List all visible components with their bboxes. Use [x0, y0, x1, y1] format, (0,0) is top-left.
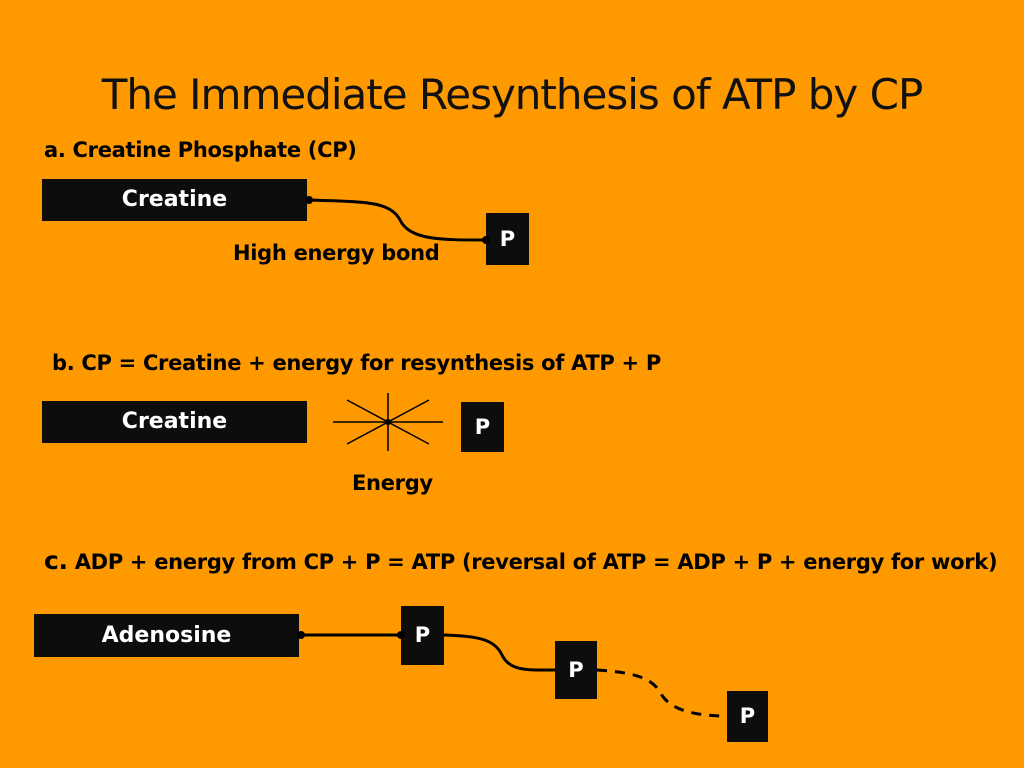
section-c-letter: c. — [44, 546, 68, 575]
section-c-text: ADP + energy from CP + P = ATP (reversal… — [74, 550, 998, 574]
high-energy-bond-line — [308, 198, 487, 242]
section-c-phosphate-2: P — [555, 641, 597, 699]
energy-label: Energy — [352, 471, 433, 495]
phosphate-1-bond-dot — [397, 631, 405, 639]
section-b-creatine-box: Creatine — [42, 401, 307, 443]
energy-burst-center — [385, 419, 391, 425]
phosphate-2-3-high-energy-bond — [596, 668, 728, 718]
section-a-phosphate-box: P — [486, 213, 529, 265]
high-energy-bond-label: High energy bond — [233, 241, 440, 265]
section-c-phosphate-1: P — [401, 606, 444, 665]
adenosine-box: Adenosine — [34, 614, 299, 657]
phosphate-1-2-bond — [443, 633, 556, 672]
section-c-phosphate-3: P — [727, 691, 768, 742]
section-a-creatine-box: Creatine — [42, 179, 307, 221]
section-b-heading: b. CP = Creatine + energy for resynthesi… — [52, 351, 661, 375]
section-c-heading: c. ADP + energy from CP + P = ATP (rever… — [44, 546, 998, 575]
slide-title: The Immediate Resynthesis of ATP by CP — [101, 70, 924, 119]
section-a-bond-dot-right — [482, 236, 490, 244]
section-a-heading: a. Creatine Phosphate (CP) — [44, 138, 357, 162]
section-b-phosphate-box: P — [461, 402, 504, 452]
